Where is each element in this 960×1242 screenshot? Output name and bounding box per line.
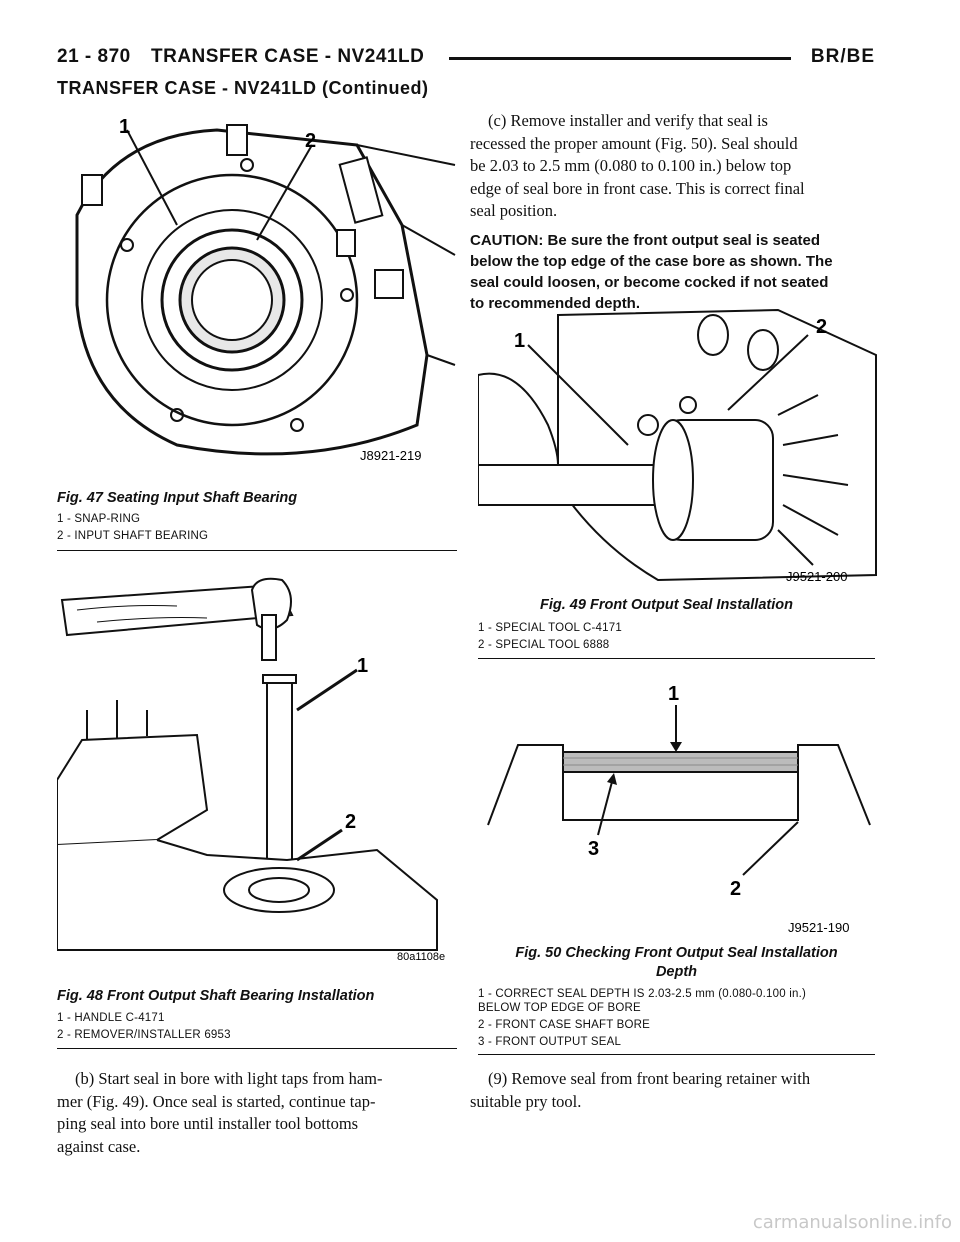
fig50-title-line-1: Fig. 50 Checking Front Output Seal Insta…	[515, 945, 838, 961]
step-9-paragraph: (9) Remove seal from front bearing retai…	[470, 1068, 875, 1113]
caution-line-1: CAUTION: Be sure the front output seal i…	[470, 232, 821, 249]
step-b-line-3: ping seal into bore until installer tool…	[57, 1114, 359, 1133]
fig48-callout-1: 1	[357, 655, 368, 677]
page-header: 21 - 870 TRANSFER CASE - NV241LD BR/BE	[57, 46, 875, 76]
step-9-line-2: suitable pry tool.	[470, 1091, 582, 1111]
fig47-legend-2: 2 - INPUT SHAFT BEARING	[57, 530, 209, 542]
model-code: BR/BE	[810, 46, 875, 67]
fig48-legend-2: 2 - REMOVER/INSTALLER 6953	[57, 1029, 231, 1041]
caution-line-3: seal could loosen, or become cocked if n…	[470, 274, 829, 291]
fig48-legend-1: 1 - HANDLE C-4171	[57, 1012, 165, 1024]
fig48-illustration: 1 2 80a1108e	[57, 560, 457, 965]
step-b-line-2: mer (Fig. 49). Once seal is started, con…	[57, 1091, 376, 1111]
fig49-image-code: J9521-200	[786, 569, 847, 584]
fig47-divider	[57, 550, 457, 551]
fig48-divider	[57, 1048, 457, 1049]
step-b-line-1: (b) Start seal in bore with light taps f…	[75, 1069, 383, 1088]
fig47-legend-1: 1 - SNAP-RING	[57, 513, 141, 525]
fig48-callout-2: 2	[345, 811, 356, 833]
fig50-divider	[478, 1054, 875, 1055]
step-c-line-3: be 2.03 to 2.5 mm (0.080 to 0.100 in.) b…	[470, 156, 792, 175]
fig49-legend-1: 1 - SPECIAL TOOL C-4171	[478, 622, 622, 634]
step-c-line-5: seal position.	[470, 201, 558, 220]
fig50-legend-2: 2 - FRONT CASE SHAFT BORE	[478, 1019, 650, 1031]
fig49-illustration: 1 2 J9521-200	[478, 305, 878, 585]
fig48-title: Fig. 48 Front Output Shaft Bearing Insta…	[57, 988, 375, 1004]
step-c-line-4: edge of seal bore in front case. This is…	[470, 178, 805, 198]
step-b-line-4: against case.	[57, 1136, 141, 1156]
fig47-illustration: 1 2 J8921-219	[57, 105, 457, 485]
step-c-paragraph: (c) Remove installer and verify that sea…	[470, 110, 875, 223]
section-subheading: TRANSFER CASE - NV241LD (Continued)	[57, 78, 429, 98]
step-9-line-1: (9) Remove seal from front bearing retai…	[488, 1069, 811, 1088]
caution-line-2: below the top edge of the case bore as s…	[470, 253, 833, 270]
fig49-callout-1: 1	[514, 330, 525, 352]
fig47-image-code: J8921-219	[360, 448, 421, 463]
caution-line-4: to recommended depth.	[470, 295, 641, 312]
caution-note: CAUTION: Be sure the front output seal i…	[470, 230, 875, 314]
fig50-title-line-2: Depth	[655, 964, 698, 980]
fig50-callout-2: 2	[730, 878, 741, 900]
fig49-legend-2: 2 - SPECIAL TOOL 6888	[478, 639, 610, 651]
step-c-line-1: (c) Remove installer and verify that sea…	[488, 111, 768, 130]
fig47-callout-1: 1	[119, 116, 130, 138]
fig49-title: Fig. 49 Front Output Seal Installation	[540, 597, 793, 613]
fig50-legend-1b: BELOW TOP EDGE OF BORE	[478, 1002, 641, 1014]
fig49-callout-2: 2	[816, 316, 827, 338]
fig50-legend-3: 3 - FRONT OUTPUT SEAL	[478, 1036, 622, 1048]
step-b-paragraph: (b) Start seal in bore with light taps f…	[57, 1068, 457, 1158]
header-title: TRANSFER CASE - NV241LD	[151, 46, 425, 67]
fig50-image-code: J9521-190	[788, 920, 849, 935]
fig50-legend-1a: 1 - CORRECT SEAL DEPTH IS 2.03-2.5 mm (0…	[478, 988, 807, 1000]
step-c-line-2: recessed the proper amount (Fig. 50). Se…	[470, 133, 798, 153]
fig50-callout-3: 3	[588, 838, 599, 860]
header-rule	[449, 57, 791, 60]
fig47-callout-2: 2	[305, 130, 316, 152]
watermark: carmanualsonline.info	[752, 1212, 952, 1233]
page-number: 21 - 870	[57, 46, 131, 67]
fig50-callout-1: 1	[668, 683, 679, 705]
fig48-image-code: 80a1108e	[397, 951, 445, 963]
fig47-title: Fig. 47 Seating Input Shaft Bearing	[57, 490, 298, 506]
fig50-illustration: 1 2 3 J9521-190	[478, 670, 875, 940]
fig49-divider	[478, 658, 875, 659]
